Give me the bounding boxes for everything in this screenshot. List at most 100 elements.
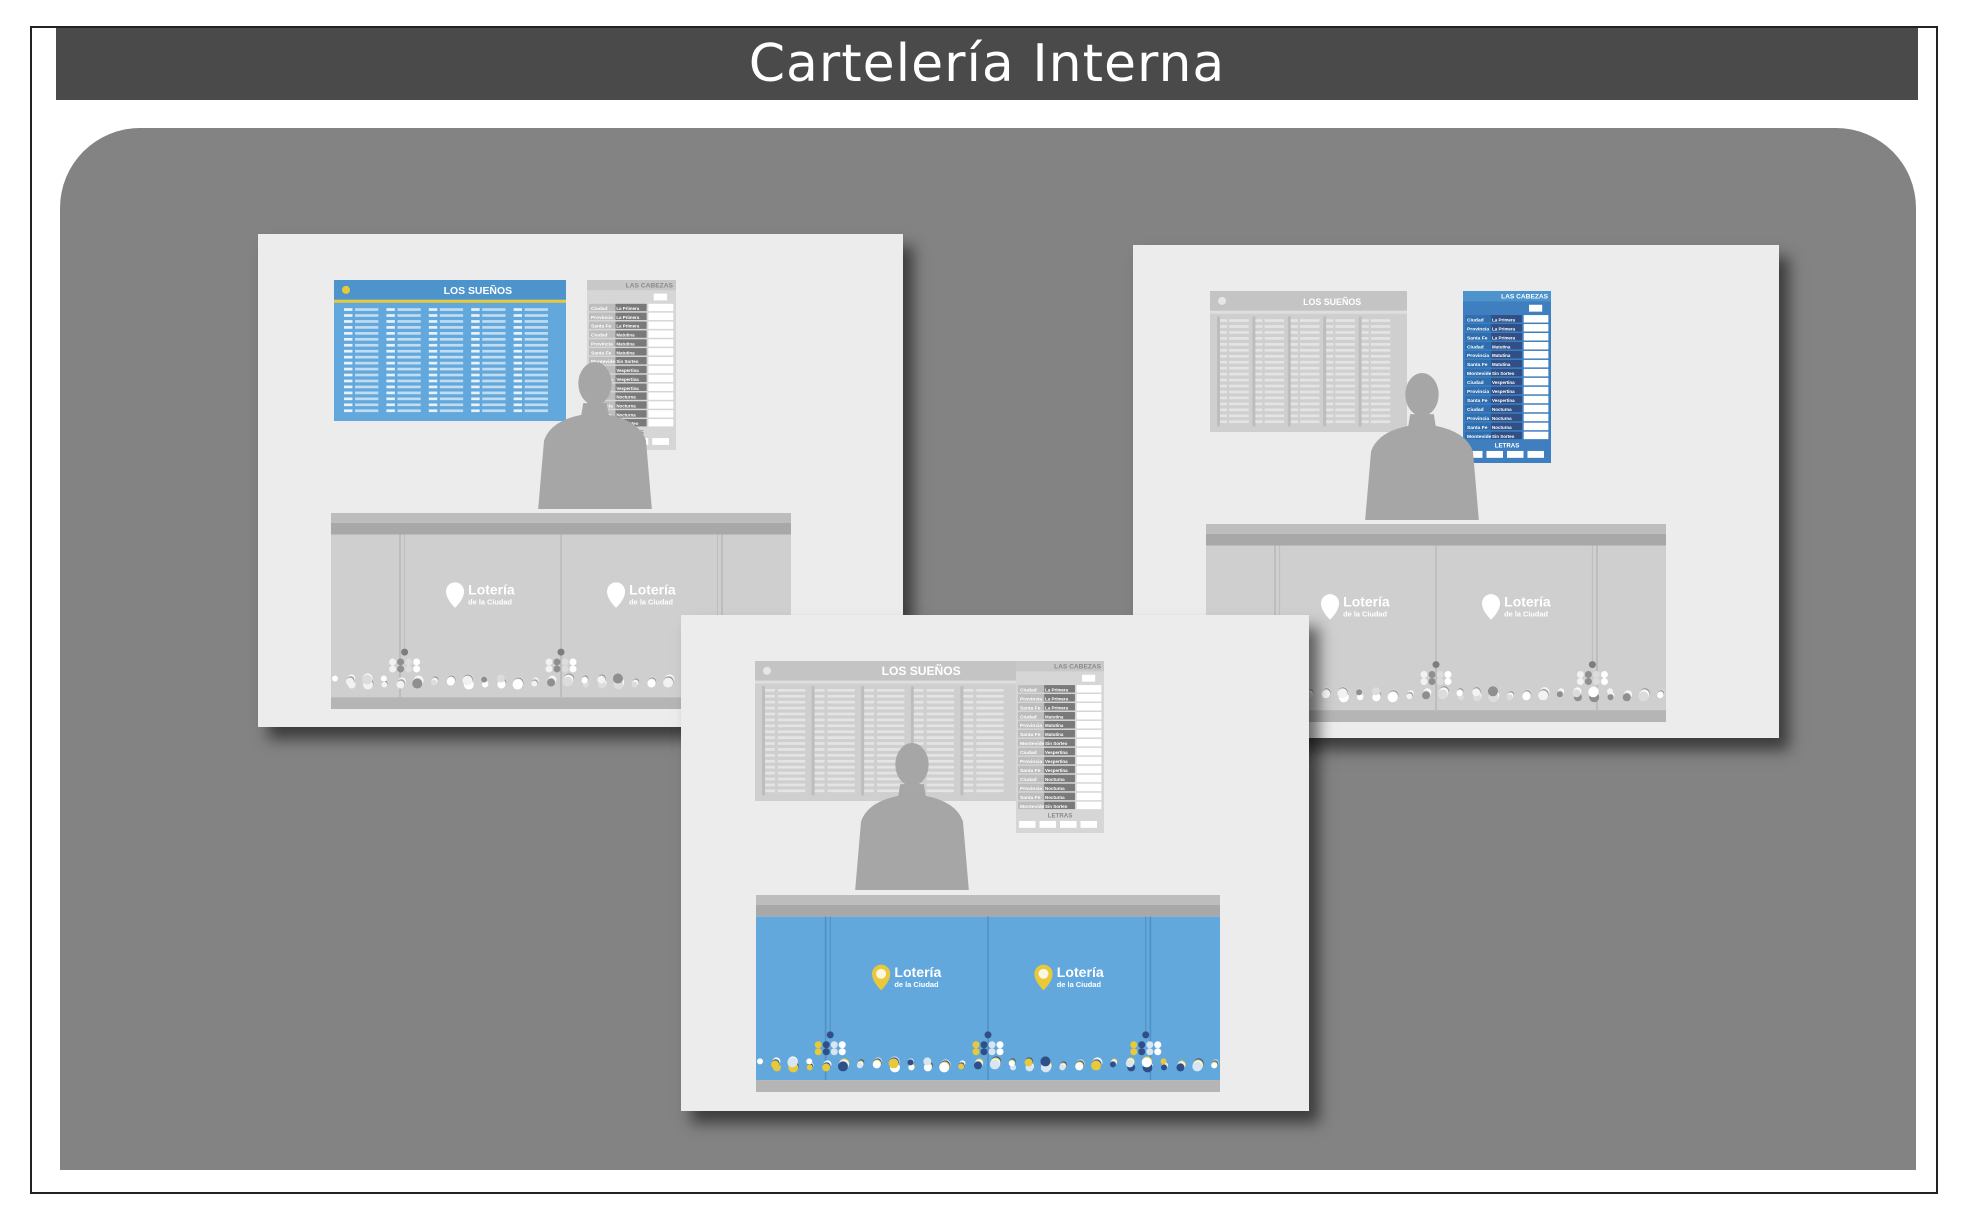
board-number-mark [1220,348,1228,352]
board-word-mark [482,326,506,329]
board-word-mark [397,337,421,341]
board-number-mark [513,343,523,347]
panel-draw-cell [1491,350,1522,359]
balls-icon [450,586,460,597]
board-word-mark [524,361,548,365]
board-word-mark [1370,325,1391,328]
board-word-mark [1264,337,1285,340]
board-number-mark [471,367,480,371]
lottery-ball-cluster [1154,1048,1162,1056]
board-number-mark [765,777,775,781]
lottery-ball [958,1063,965,1070]
board-word-mark [1229,331,1249,334]
board-number-mark [814,754,825,757]
lottery-ball [1506,694,1513,701]
board-number-mark [513,308,523,311]
board-word-mark [439,373,464,377]
board-word-mark [1335,337,1355,340]
board-number-mark [386,308,395,311]
lottery-ball [1556,691,1563,698]
lottery-ball [1437,689,1448,700]
panel-city-label: Montevideo [1020,741,1047,747]
panel-city-cell [1018,711,1045,720]
panel-draw-cell [1491,413,1522,422]
panel-footer-label: LETRAS [1048,813,1073,820]
lottery-ball-cluster [830,1041,838,1049]
board-number-mark [864,730,875,734]
board-title: LOS SUEÑOS [882,663,961,678]
board-word-mark [926,759,954,763]
panel-value-cell [648,365,674,374]
board-number-mark [963,706,974,710]
board-number-mark [1220,372,1228,376]
panel-city-cell [589,356,616,365]
board-word-mark [355,314,379,317]
board-word-mark [827,759,855,763]
panel-value-cell [648,312,674,321]
board-word-mark [1264,408,1285,412]
counter-edge [1206,533,1666,546]
panel-header [1463,291,1551,302]
panel-footer-box [1060,820,1077,828]
board-word-mark [777,742,806,745]
board-number-mark [386,373,395,377]
lottery-ball-cluster [1130,1048,1138,1056]
board-word-mark [482,349,506,353]
lottery-ball [1607,688,1614,695]
lottery-ball [1008,1060,1015,1067]
board-number-mark [1220,325,1228,328]
board-number-mark [428,385,438,389]
board-number-mark [1220,354,1228,358]
panel-value-cell [648,348,674,356]
panel-value-cell [1523,395,1549,404]
lottery-ball-cluster [1584,677,1592,685]
board-word-mark [926,783,954,787]
board-number-mark [1255,402,1263,406]
board-word-mark [1335,414,1355,418]
board-number-mark [1255,378,1263,382]
panel-city-label: Santa Fe [1467,398,1488,404]
lottery-ball [806,1058,813,1065]
board-number-mark [1255,408,1263,412]
panel-city-label: Ciudad [1467,380,1484,386]
board-number-mark [1290,325,1298,328]
board-number-mark [1326,402,1334,406]
brand-name: Lotería [1504,593,1551,609]
board-title: LOS SUEÑOS [444,284,512,297]
board-word-mark [926,754,954,757]
panel-draw-label: Vespertina [1045,759,1068,764]
board-word-mark [1370,390,1391,394]
board-number-mark [513,332,523,335]
board-word-mark [1300,319,1320,322]
panel-value-cell [648,356,674,365]
board-word-mark [1229,319,1249,322]
board-word-mark [1229,384,1249,388]
board-number-mark [1220,319,1228,322]
board-number-mark [864,712,875,716]
panel-draw-cell [1491,333,1522,341]
lottery-ball [345,677,354,686]
lottery-ball [787,1057,798,1068]
board-word-mark [524,355,548,359]
panel-draw-cell [1044,756,1075,765]
board-number-mark [471,403,480,407]
board-number-mark [513,314,523,317]
panel-draw-label: Nocturna [1492,416,1512,421]
board-number-mark [864,748,875,751]
board-word-mark [1229,408,1249,412]
board-word-mark [777,730,806,734]
panel-draw-cell [1491,315,1522,323]
board-word-mark [1335,325,1355,328]
board-word-mark [1264,390,1285,394]
panel-draw-label: Nocturna [1045,795,1065,800]
brand-name: Lotería [629,582,676,598]
panel-title: LAS CABEZAS [1501,294,1548,301]
board-word-mark [926,718,954,722]
board-word-mark [482,397,506,401]
board-number-mark [1220,396,1228,400]
board-number-mark [344,361,353,365]
board-column-divider [1358,316,1362,427]
board-number-mark [1361,325,1369,328]
board-word-mark [355,355,379,359]
board-number-mark [386,379,395,383]
